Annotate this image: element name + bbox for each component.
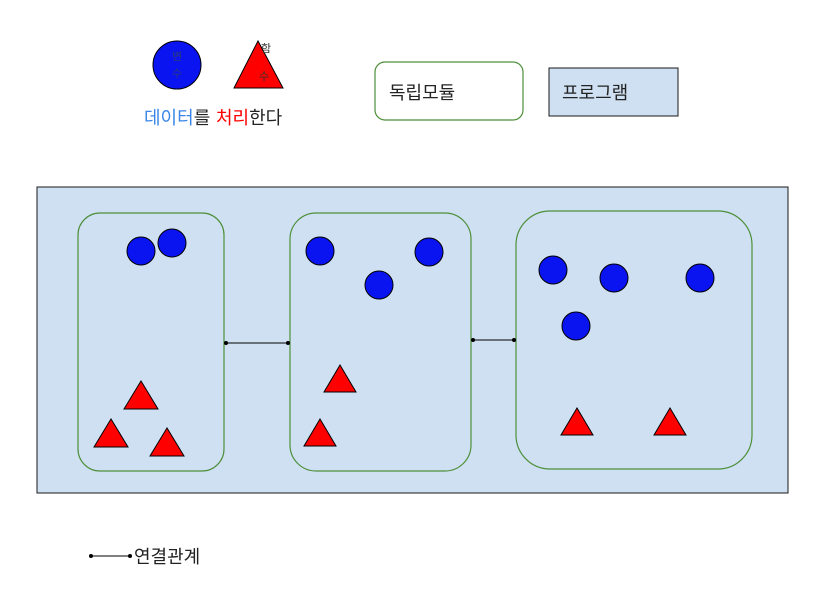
function-triangle [149,427,185,457]
caption-process-word: 처리 [216,108,249,129]
legend-program: 프로그램 [548,67,679,117]
variable-circle [126,236,156,266]
legend-link-label: 연결관계 [134,547,200,568]
legend-variable: 변 수 [152,40,202,90]
variable-circle [685,263,715,293]
variable-circle [414,237,444,267]
function-triangle [560,407,594,436]
function-triangle [303,418,337,447]
function-label-line-2: 수 [259,70,269,83]
legend-link: 연결관계 [89,547,200,568]
caption-particle: 를 [194,108,216,129]
variable-circle [561,311,591,341]
module-3-contents [538,255,715,436]
legend-link-endpoint [128,554,132,558]
legend-program-label: 프로그램 [562,83,628,104]
legend-link-endpoint [89,554,93,558]
legend-caption: 데이터를 처리한다 [144,108,283,129]
legend-program-box [548,67,679,117]
program-container [36,186,789,494]
function-triangle-icon [233,39,284,89]
function-triangle [653,407,687,436]
legend-module-box [374,61,524,121]
variable-circle [599,263,629,293]
variable-circle [364,270,394,300]
function-triangle [323,364,357,393]
link-endpoint [286,341,290,345]
link-endpoint [471,338,475,342]
function-triangle [123,380,159,410]
module-box-2 [289,212,472,472]
legend-module-label: 독립모듈 [389,83,455,104]
function-label-line-1: 함 [261,42,271,55]
caption-suffix: 한다 [249,108,283,129]
function-triangle [93,418,129,448]
caption-data-word: 데이터 [144,108,194,129]
variable-circle [305,236,335,266]
link-endpoint [224,341,228,345]
variable-label-line-1: 변 [172,50,182,63]
module-links [224,338,516,345]
variable-circle-icon [152,40,202,90]
variable-label-line-2: 수 [172,67,182,80]
variable-circle [157,228,187,258]
legend-module: 독립모듈 [374,61,524,121]
legend-function: 함 수 [233,39,284,89]
legend: 변 수 함 수 데이터를 처리한다 독립모듈 프로그램 [144,39,679,129]
module-box-1 [77,212,225,472]
module-2-contents [303,236,444,447]
link-endpoint [512,338,516,342]
variable-circle [538,255,568,285]
module-1-contents [93,228,187,457]
